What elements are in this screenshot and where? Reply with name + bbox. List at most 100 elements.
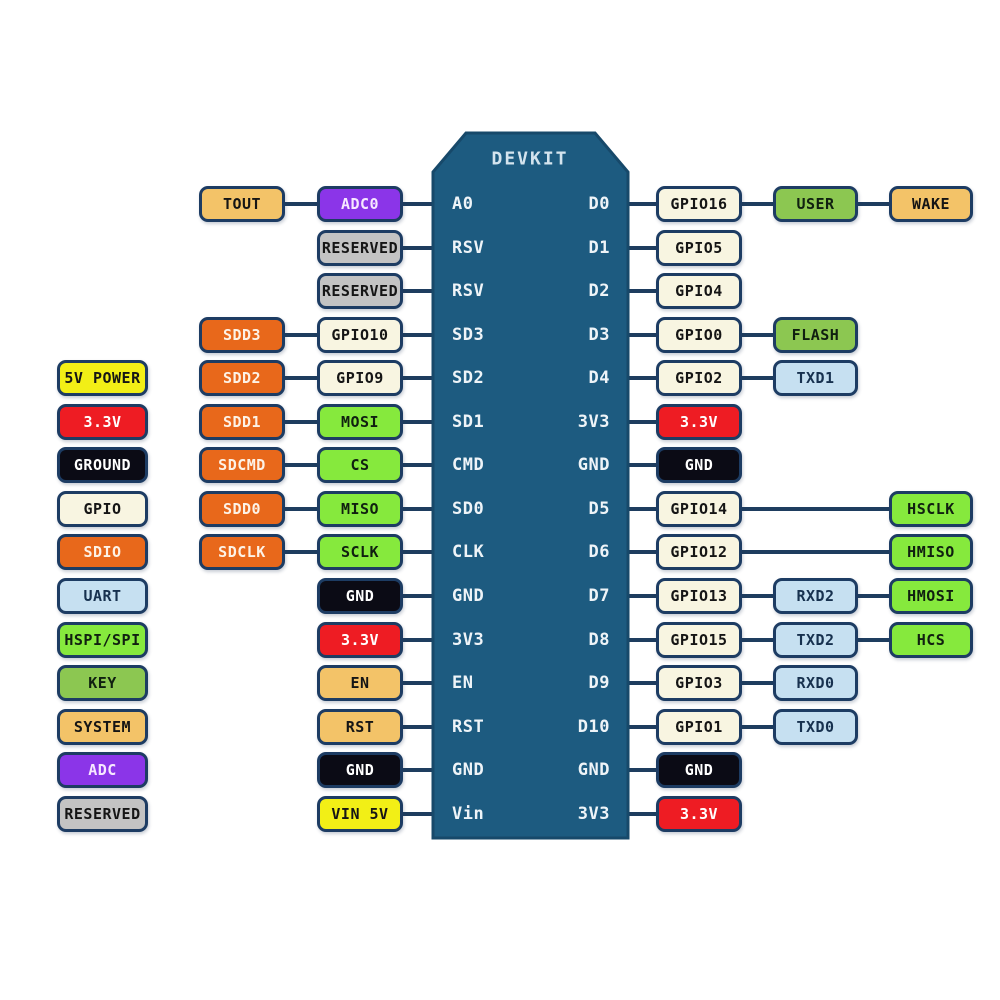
connector-line (740, 550, 891, 554)
board-pin-right-gnd: GND (577, 760, 610, 780)
legend-item-reserved: RESERVED (57, 796, 148, 832)
pin-box-sdd2: SDD2 (199, 360, 285, 396)
connector-line (628, 420, 658, 424)
connector-line (401, 202, 433, 206)
pin-box-3-3v: 3.3V (656, 404, 742, 440)
pin-box-gpio13: GPIO13 (656, 578, 742, 614)
pin-box-sdclk: SDCLK (199, 534, 285, 570)
legend-item-sdio: SDIO (57, 534, 148, 570)
pin-box-en: EN (317, 665, 403, 701)
board-pin-right-gnd: GND (577, 455, 610, 475)
pin-box-hcs: HCS (889, 622, 973, 658)
pin-box-cs: CS (317, 447, 403, 483)
connector-line (628, 768, 658, 772)
board-pin-left-sd0: SD0 (452, 499, 485, 519)
connector-line (856, 638, 891, 642)
connector-line (401, 333, 433, 337)
pin-box-miso: MISO (317, 491, 403, 527)
pin-box-reserved: RESERVED (317, 230, 403, 266)
board-pin-left-sd3: SD3 (452, 325, 485, 345)
connector-line (740, 333, 775, 337)
board-pin-right-d10: D10 (577, 717, 610, 737)
connector-line (628, 594, 658, 598)
connector-line (401, 420, 433, 424)
pin-box-rst: RST (317, 709, 403, 745)
connector-line (628, 376, 658, 380)
connector-line (740, 202, 775, 206)
pin-box-sdd3: SDD3 (199, 317, 285, 353)
pin-box-reserved: RESERVED (317, 273, 403, 309)
legend-item-5v-power: 5V POWER (57, 360, 148, 396)
connector-line (283, 550, 319, 554)
board-pin-right-3v3: 3V3 (577, 412, 610, 432)
connector-line (401, 550, 433, 554)
connector-line (401, 725, 433, 729)
connector-line (401, 246, 433, 250)
board-pin-left-rsv: RSV (452, 238, 485, 258)
board-pin-right-d5: D5 (588, 499, 610, 519)
board-pin-left-gnd: GND (452, 586, 485, 606)
connector-line (283, 463, 319, 467)
pin-box-gpio9: GPIO9 (317, 360, 403, 396)
board-pin-right-d4: D4 (588, 368, 610, 388)
connector-line (401, 594, 433, 598)
connector-line (628, 202, 658, 206)
board-pin-left-vin: Vin (452, 804, 485, 824)
pin-box-rxd2: RXD2 (773, 578, 858, 614)
board-pin-right-d2: D2 (588, 281, 610, 301)
connector-line (401, 463, 433, 467)
connector-line (628, 246, 658, 250)
pin-box-user: USER (773, 186, 858, 222)
pin-box-tout: TOUT (199, 186, 285, 222)
board-pin-right-d7: D7 (588, 586, 610, 606)
connector-line (628, 638, 658, 642)
board-pin-left-cmd: CMD (452, 455, 485, 475)
pin-box-gnd: GND (656, 752, 742, 788)
connector-line (401, 507, 433, 511)
board-pin-left-a0: A0 (452, 194, 474, 214)
pin-box-txd0: TXD0 (773, 709, 858, 745)
legend-item-system: SYSTEM (57, 709, 148, 745)
connector-line (740, 376, 775, 380)
connector-line (628, 507, 658, 511)
pin-box-gpio1: GPIO1 (656, 709, 742, 745)
connector-line (628, 289, 658, 293)
pin-box-gnd: GND (656, 447, 742, 483)
board-pin-right-d1: D1 (588, 238, 610, 258)
connector-line (401, 376, 433, 380)
pin-box-sdcmd: SDCMD (199, 447, 285, 483)
pin-box-gpio0: GPIO0 (656, 317, 742, 353)
legend-item-3-3v: 3.3V (57, 404, 148, 440)
connector-line (628, 550, 658, 554)
board-pin-right-d0: D0 (588, 194, 610, 214)
pin-box-gpio10: GPIO10 (317, 317, 403, 353)
devkit-board-shape (431, 131, 630, 840)
connector-line (628, 812, 658, 816)
board-pin-right-3v3: 3V3 (577, 804, 610, 824)
connector-line (401, 768, 433, 772)
board-pin-left-sd1: SD1 (452, 412, 485, 432)
board-pin-left-clk: CLK (452, 542, 485, 562)
connector-line (401, 812, 433, 816)
connector-line (628, 725, 658, 729)
connector-line (283, 333, 319, 337)
legend-item-ground: GROUND (57, 447, 148, 483)
connector-line (628, 463, 658, 467)
connector-line (283, 507, 319, 511)
connector-line (740, 725, 775, 729)
connector-line (283, 420, 319, 424)
board-pin-right-d6: D6 (588, 542, 610, 562)
pin-box-txd2: TXD2 (773, 622, 858, 658)
connector-line (740, 594, 775, 598)
pin-box-sclk: SCLK (317, 534, 403, 570)
pin-box-vin-5v: VIN 5V (317, 796, 403, 832)
board-pin-left-sd2: SD2 (452, 368, 485, 388)
legend-item-adc: ADC (57, 752, 148, 788)
board-pin-right-d9: D9 (588, 673, 610, 693)
pin-box-gpio3: GPIO3 (656, 665, 742, 701)
pin-box-gpio2: GPIO2 (656, 360, 742, 396)
connector-line (628, 681, 658, 685)
pin-box-3-3v: 3.3V (656, 796, 742, 832)
